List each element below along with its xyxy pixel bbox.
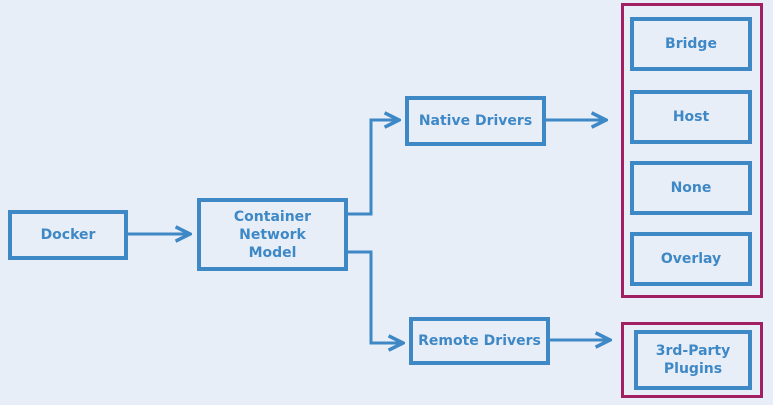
third-party-plugins-node: 3rd-Party Plugins: [634, 330, 752, 390]
native-drivers-node: Native Drivers: [405, 96, 546, 146]
arrow-cnm-to-remote: [348, 250, 403, 343]
host-driver-node: Host: [630, 90, 752, 144]
native-drivers-group: [621, 3, 763, 298]
none-driver-node: None: [630, 161, 752, 215]
remote-drivers-node: Remote Drivers: [409, 317, 550, 365]
third-party-plugins-group: [621, 322, 763, 398]
overlay-driver-node: Overlay: [630, 232, 752, 286]
bridge-driver-node: Bridge: [630, 17, 752, 71]
arrow-cnm-to-native: [348, 120, 399, 216]
docker-node: Docker: [8, 210, 128, 260]
container-network-model-node: Container Network Model: [197, 198, 348, 271]
